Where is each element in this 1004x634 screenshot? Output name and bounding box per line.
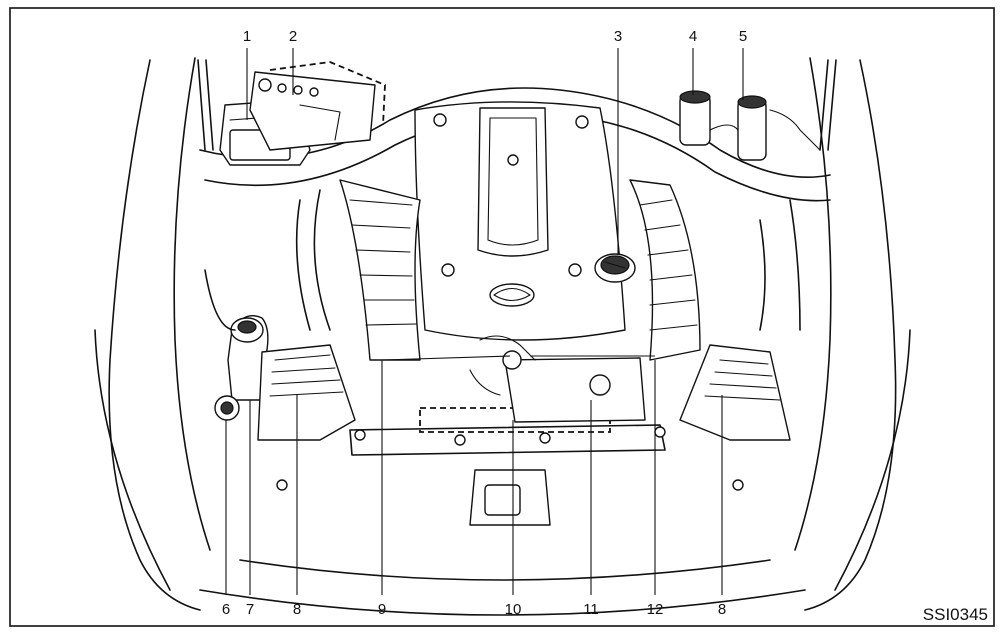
callout-3: 3 <box>614 28 622 45</box>
callout-5: 5 <box>739 28 747 45</box>
callout-2: 2 <box>289 28 297 45</box>
air-cleaner-left <box>257 344 356 441</box>
oil-filler-cap <box>594 253 636 283</box>
left-intake <box>339 179 421 361</box>
coolant-reservoir <box>737 95 767 161</box>
callout-8-left: 8 <box>293 601 301 618</box>
callout-10: 10 <box>505 601 522 618</box>
callout-7: 7 <box>246 601 254 618</box>
dashed-outline-2 <box>269 61 386 126</box>
engine-oil-dipstick-area <box>504 357 646 423</box>
front-cross-member <box>349 424 666 456</box>
callout-8-right: 8 <box>718 601 726 618</box>
callout-9: 9 <box>378 601 386 618</box>
right-intake <box>629 179 701 361</box>
figure-frame <box>9 7 995 627</box>
engine-coolant-cap <box>214 395 240 421</box>
engine-cover <box>414 101 626 341</box>
fuse-block <box>249 71 376 151</box>
callout-6: 6 <box>222 601 230 618</box>
callout-leader-lines <box>225 48 744 595</box>
vehicle-body-outline <box>94 57 911 616</box>
callout-4: 4 <box>689 28 697 45</box>
washer-fluid-reservoir <box>227 315 269 401</box>
callout-11: 11 <box>583 601 599 618</box>
callout-1: 1 <box>243 28 251 45</box>
figure-code: SSI0345 <box>923 605 988 624</box>
brake-fluid-reservoir <box>679 90 711 146</box>
callout-12: 12 <box>647 601 664 618</box>
air-cleaner-right <box>679 344 791 441</box>
